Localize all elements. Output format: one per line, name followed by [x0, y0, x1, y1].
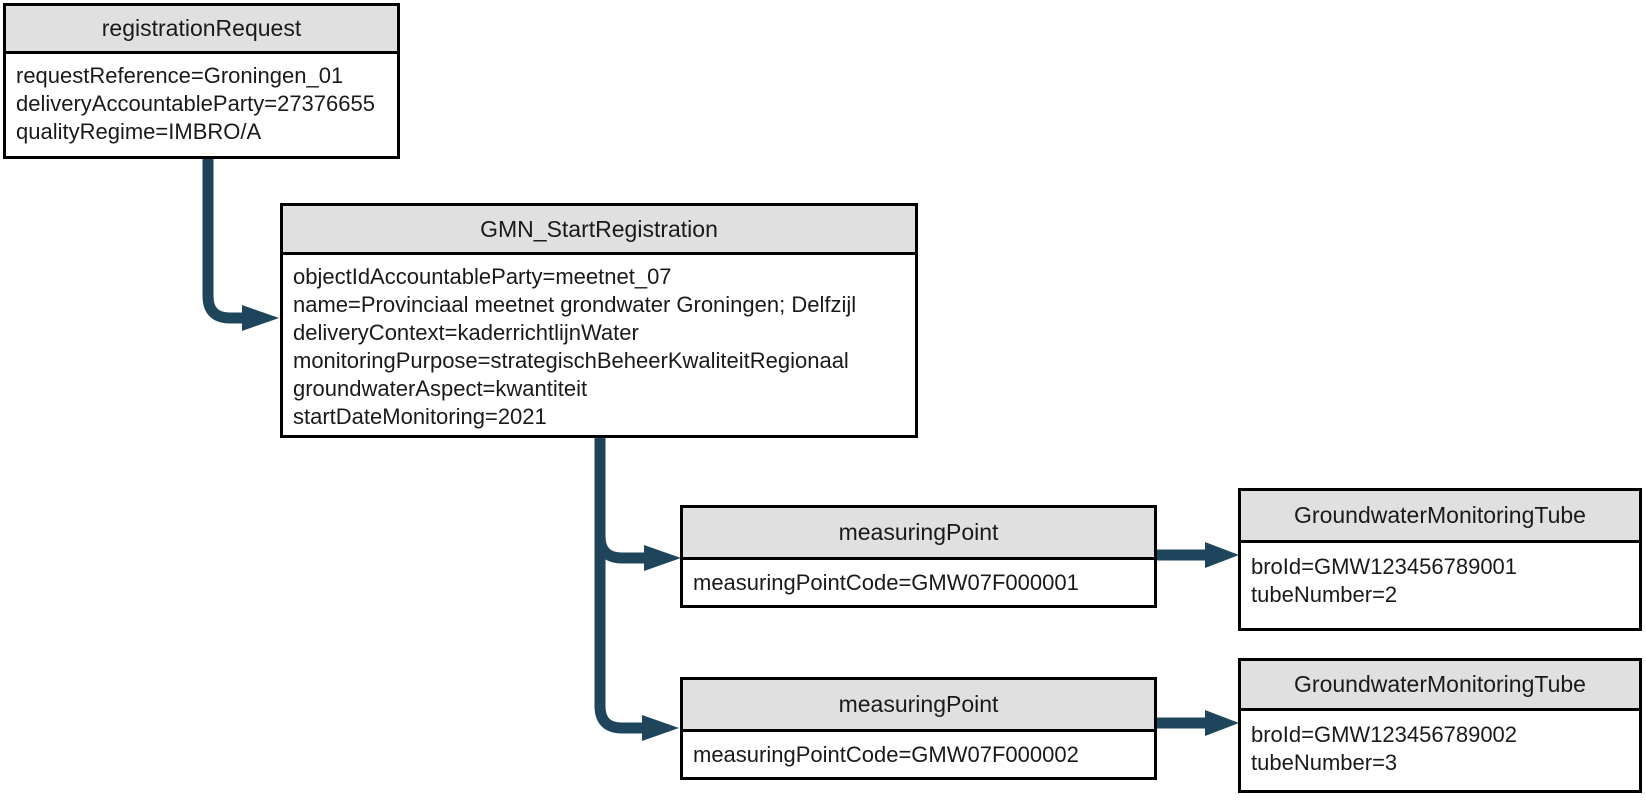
field-groundwater-aspect: groundwaterAspect=kwantiteit	[293, 376, 588, 401]
field-start-date-monitoring: startDateMonitoring=2021	[293, 404, 547, 429]
field-bro-id: broId=GMW123456789002	[1251, 722, 1518, 747]
node-title: registrationRequest	[6, 6, 397, 54]
field-delivery-context: deliveryContext=kaderrichtlijnWater	[293, 320, 639, 345]
arrowhead-icon	[242, 305, 279, 331]
field-delivery-accountable-party: deliveryAccountableParty=27376655	[16, 91, 375, 116]
field-bro-id: broId=GMW123456789001	[1251, 554, 1518, 579]
arrowhead-icon	[644, 545, 681, 571]
node-body: broId=GMW123456789001 tubeNumber=2	[1241, 543, 1639, 609]
node-registration-request: registrationRequest requestReference=Gro…	[3, 3, 400, 159]
field-tube-number: tubeNumber=2	[1251, 582, 1398, 607]
field-measuring-point-code: measuringPointCode=GMW07F000001	[693, 570, 1079, 595]
arrowhead-icon	[1205, 542, 1239, 568]
node-body: broId=GMW123456789002 tubeNumber=3	[1241, 711, 1639, 777]
field-measuring-point-code: measuringPointCode=GMW07F000002	[693, 742, 1079, 767]
field-object-id-accountable-party: objectIdAccountableParty=meetnet_07	[293, 264, 672, 289]
node-body: requestReference=Groningen_01 deliveryAc…	[6, 54, 397, 146]
node-measuring-point-2: measuringPoint measuringPointCode=GMW07F…	[680, 677, 1157, 780]
node-title: GroundwaterMonitoringTube	[1241, 661, 1639, 711]
field-request-reference: requestReference=Groningen_01	[16, 63, 344, 88]
node-body: objectIdAccountableParty=meetnet_07 name…	[283, 255, 915, 431]
node-gmn-start-registration: GMN_StartRegistration objectIdAccountabl…	[280, 203, 918, 438]
node-groundwater-monitoring-tube-2: GroundwaterMonitoringTube broId=GMW12345…	[1238, 658, 1642, 793]
arrow-line	[594, 438, 643, 734]
node-measuring-point-1: measuringPoint measuringPointCode=GMW07F…	[680, 505, 1157, 608]
node-groundwater-monitoring-tube-1: GroundwaterMonitoringTube broId=GMW12345…	[1238, 488, 1642, 631]
arrowhead-icon	[642, 715, 679, 741]
arrow-measuringpoint2-to-tube2	[1157, 710, 1239, 736]
arrow-line	[594, 438, 645, 564]
arrow-measuringpoint1-to-tube1	[1157, 542, 1239, 568]
arrowhead-icon	[1205, 710, 1239, 736]
arrow-gmn-to-measuringpoint-1	[594, 438, 681, 571]
node-body: measuringPointCode=GMW07F000002	[683, 732, 1154, 769]
arrow-line	[202, 159, 243, 324]
field-quality-regime: qualityRegime=IMBRO/A	[16, 119, 262, 144]
arrow-registrationrequest-to-gmn	[202, 159, 279, 331]
field-name: name=Provinciaal meetnet grondwater Gron…	[293, 292, 857, 317]
node-title: measuringPoint	[683, 508, 1154, 560]
field-monitoring-purpose: monitoringPurpose=strategischBeheerKwali…	[293, 348, 849, 373]
field-tube-number: tubeNumber=3	[1251, 750, 1398, 775]
node-body: measuringPointCode=GMW07F000001	[683, 560, 1154, 597]
node-title: GroundwaterMonitoringTube	[1241, 491, 1639, 543]
node-title: GMN_StartRegistration	[283, 206, 915, 255]
arrow-gmn-to-measuringpoint-2	[594, 438, 679, 741]
node-title: measuringPoint	[683, 680, 1154, 732]
